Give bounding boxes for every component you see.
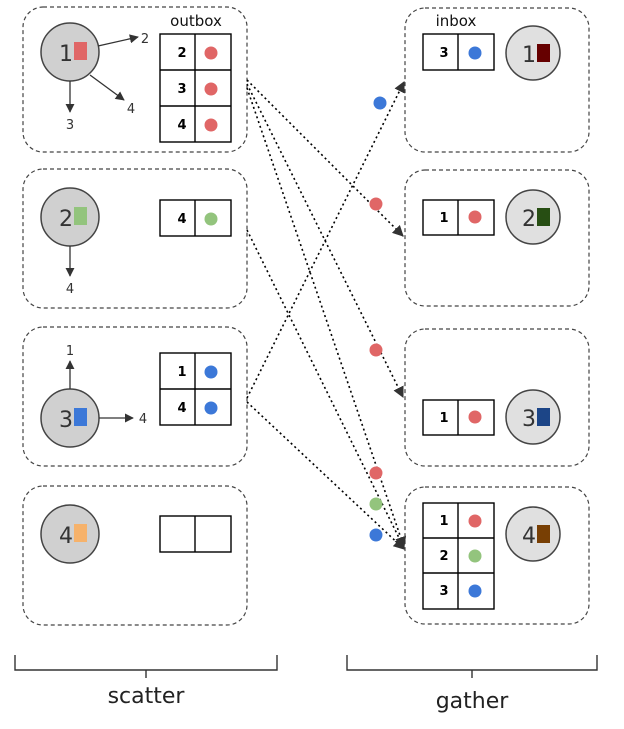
- message-dot: [204, 46, 218, 60]
- message-dot: [468, 410, 482, 424]
- flow-1-to-4: [246, 87, 407, 549]
- gather-label: gather: [436, 689, 510, 714]
- node-number: 1: [522, 43, 536, 68]
- message-dot: [468, 514, 482, 528]
- in-flight-message-dot: [373, 96, 387, 110]
- inbox-source: 2: [439, 549, 448, 564]
- scatter-panel-2: [22, 168, 248, 309]
- gather-panel-1: [404, 7, 590, 153]
- scatter-panel-3: [22, 326, 248, 467]
- edge-1-to-2: [97, 34, 139, 47]
- node-color-swatch: [74, 524, 87, 542]
- in-flight-message-dot: [369, 197, 383, 211]
- in-flight-message-dot: [369, 343, 383, 357]
- node-color-swatch: [74, 207, 87, 225]
- in-flight-message-dot: [369, 497, 383, 511]
- message-dot: [468, 46, 482, 60]
- outbox-dest: 2: [177, 46, 186, 61]
- scatter-brace: [14, 655, 278, 678]
- outbox-dest: 4: [177, 401, 186, 416]
- outbox-1: 2 3 4: [159, 33, 232, 143]
- inbox-2: 1: [422, 199, 495, 236]
- inbox-source: 1: [439, 514, 448, 529]
- inbox-label: inbox: [436, 12, 477, 30]
- message-dot: [468, 549, 482, 563]
- outbox-dest: 3: [177, 82, 186, 97]
- node-number: 2: [59, 207, 73, 232]
- message-dot: [204, 118, 218, 132]
- message-flows: [246, 79, 407, 550]
- node-number: 2: [522, 207, 536, 232]
- gather-node-2: 2: [505, 189, 561, 245]
- message-dot: [204, 212, 218, 226]
- edge-label-1: 1: [66, 344, 74, 359]
- outbox-dest: 1: [177, 365, 186, 380]
- outbox-dest: 4: [177, 118, 186, 133]
- node-number: 4: [59, 524, 73, 549]
- message-dot: [204, 82, 218, 96]
- inbox-1: 3: [422, 33, 495, 71]
- inbox-source: 1: [439, 411, 448, 426]
- node-number: 3: [522, 407, 536, 432]
- in-flight-message-dot: [369, 528, 383, 542]
- gather-node-1: 1: [505, 25, 561, 81]
- node-number: 3: [59, 408, 73, 433]
- node-number: 4: [522, 524, 536, 549]
- gather-brace: [346, 655, 598, 678]
- edge-label-2: 2: [141, 32, 149, 47]
- scatter-panel-1: [22, 6, 248, 153]
- inbox-3: 1: [422, 399, 495, 436]
- flow-3-to-1: [246, 80, 405, 399]
- edge-label-4: 4: [66, 282, 74, 297]
- inbox-4: 1 2 3: [422, 502, 495, 610]
- scatter-node-1: 1: [40, 22, 100, 82]
- scatter-panel-4: [22, 485, 248, 626]
- edge-label-3: 3: [66, 118, 74, 133]
- scatter-node-3: 3: [40, 388, 100, 448]
- edge-label-4: 4: [139, 412, 147, 427]
- flow-1-to-2: [246, 79, 404, 237]
- node-color-swatch: [537, 525, 550, 543]
- message-dot: [468, 210, 482, 224]
- edge-1-to-4: [89, 74, 125, 101]
- edge-label-4: 4: [127, 102, 135, 117]
- flow-3-to-4: [246, 401, 405, 550]
- outbox-2: 4: [159, 199, 232, 237]
- node-color-swatch: [537, 208, 550, 226]
- outbox-label: outbox: [170, 12, 222, 30]
- message-dot: [468, 584, 482, 598]
- flow-2-to-4: [246, 229, 405, 550]
- outbox-3: 1 4: [159, 352, 232, 426]
- gather-panel-2: [404, 169, 590, 307]
- outbox-dest: 4: [177, 212, 186, 227]
- node-color-swatch: [74, 42, 87, 60]
- node-color-swatch: [537, 44, 550, 62]
- gather-panel-4: [404, 486, 590, 625]
- node-number: 1: [59, 42, 73, 67]
- node-color-swatch: [74, 408, 87, 426]
- inbox-source: 3: [439, 584, 448, 599]
- inbox-source: 1: [439, 211, 448, 226]
- in-flight-message-dot: [369, 466, 383, 480]
- gather-node-4: 4: [505, 506, 561, 562]
- gather-panel-3: [404, 328, 590, 467]
- gather-node-3: 3: [505, 389, 561, 445]
- scatter-node-4: 4: [40, 504, 100, 564]
- outbox-4: [159, 515, 232, 553]
- message-dot: [204, 401, 218, 415]
- inbox-source: 3: [439, 46, 448, 61]
- message-dot: [204, 365, 218, 379]
- scatter-label: scatter: [108, 684, 186, 709]
- node-color-swatch: [537, 408, 550, 426]
- scatter-node-2: 2: [40, 187, 100, 247]
